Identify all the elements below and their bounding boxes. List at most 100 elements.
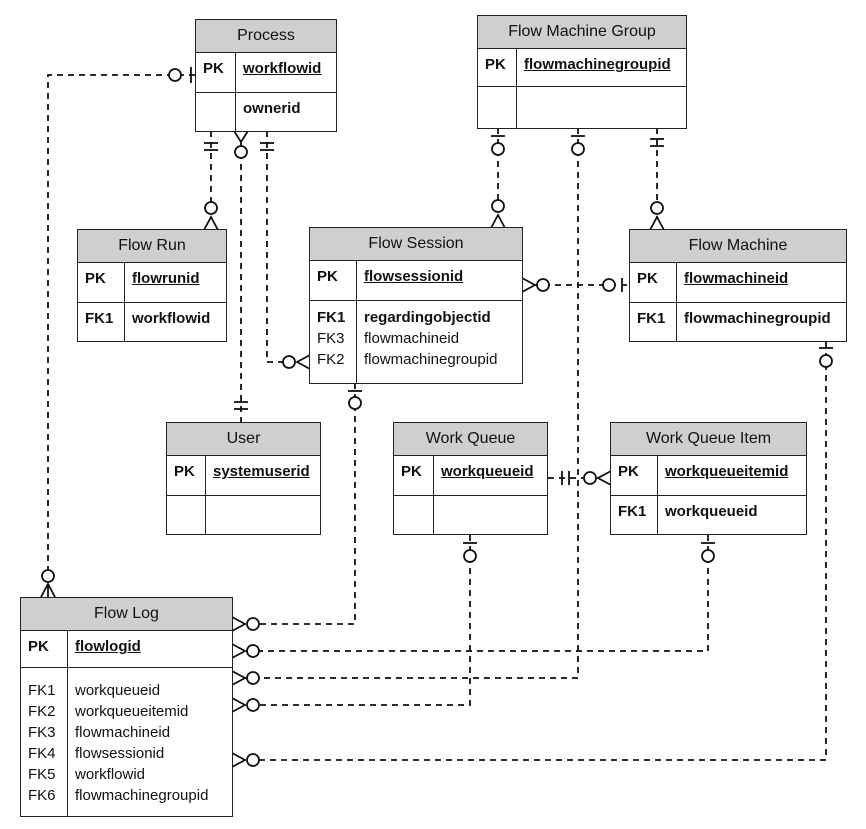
zero-many-marker-wqi [583, 470, 612, 486]
one-optional-marker-wqi-bottom [701, 542, 715, 563]
pk-field: flowrunid [132, 270, 200, 287]
one-optional-marker-fmg [491, 135, 505, 156]
fk-label: FK6 [28, 787, 56, 804]
one-mandatory-marker-wq [561, 471, 570, 485]
field: ownerid [243, 100, 301, 117]
fk-label: FK3 [317, 330, 345, 347]
fk-label: FK4 [28, 745, 56, 762]
entity-flow-run: Flow Run PK flowrunid FK1 workflowid [77, 229, 227, 342]
fk-field: flowmachinegroupid [684, 310, 831, 327]
zero-many-marker-session [282, 354, 311, 370]
fk-label: FK5 [28, 766, 56, 783]
pk-field: flowmachineid [684, 270, 789, 287]
entity-title: Flow Machine Group [478, 16, 686, 49]
entity-title: Work Queue Item [611, 423, 806, 456]
fk-field: flowmachineid [75, 724, 171, 741]
zero-many-marker-log-wq [231, 697, 260, 713]
entity-user: User PK systemuserid [166, 422, 321, 535]
fk-field: flowmachinegroupid [364, 351, 498, 368]
field-empty [206, 496, 213, 535]
zero-one-marker [168, 67, 192, 83]
rel-flowmachine-flowlog [232, 342, 827, 761]
pk-label: PK [310, 261, 357, 300]
entity-title: Flow Run [78, 230, 226, 263]
fk-label: FK1 [78, 303, 125, 342]
zero-many-marker-log-wqi [231, 643, 260, 659]
fk-field: workqueueitemid [75, 703, 189, 720]
key-label-empty [167, 496, 206, 535]
pk-field: flowmachinegroupid [524, 56, 671, 73]
rel-flowsession-flowlog [232, 383, 356, 625]
pk-label: PK [78, 263, 125, 302]
entity-work-queue-item: Work Queue Item PK workqueueitemid FK1 w… [610, 422, 807, 535]
pk-label: PK [478, 49, 517, 86]
fk-label: FK1 [28, 682, 56, 699]
pk-field: workqueueitemid [665, 463, 789, 480]
pk-label: PK [167, 456, 206, 495]
zero-many-marker-log-fmg [231, 670, 260, 686]
one-optional-marker-fmg-log [571, 135, 585, 156]
rel-wqi-flowlog [232, 535, 709, 652]
fk-label: FK2 [317, 351, 345, 368]
one-optional-marker-wq-bottom [463, 542, 477, 563]
zero-many-marker-fm-top [649, 201, 665, 231]
fk-field: workqueueid [75, 682, 161, 699]
zero-many-marker-fs-right [521, 277, 550, 293]
pk-label: PK [394, 456, 434, 495]
one-mandatory-marker-session [260, 142, 274, 151]
entity-title: User [167, 423, 320, 456]
fk-label: FK1 [317, 309, 346, 326]
pk-label: PK [21, 631, 68, 667]
one-optional-marker-fm-bottom [819, 347, 833, 368]
fk-labels: FK1 FK3 FK2 [310, 301, 357, 384]
fk-field: flowmachinegroupid [75, 787, 209, 804]
entity-flow-machine: Flow Machine PK flowmachineid FK1 flowma… [629, 229, 847, 342]
zero-many-marker-log-fm [231, 752, 260, 768]
entity-title: Flow Session [310, 228, 522, 261]
zero-many-marker-process [233, 130, 249, 159]
one-mandatory-marker-fmg [650, 138, 664, 147]
key-label-empty [394, 496, 434, 535]
fk-labels: FK1 FK2 FK3 FK4 FK5 FK6 [21, 668, 68, 817]
entity-title: Flow Log [21, 598, 232, 631]
fk-label: FK3 [28, 724, 56, 741]
rel-process-flowlog [47, 74, 195, 597]
entity-title: Process [196, 20, 336, 53]
entity-process: Process PK workflowid ownerid [195, 19, 337, 132]
key-label-empty [196, 93, 236, 131]
pk-label: PK [196, 53, 236, 92]
fk-label: FK1 [611, 496, 658, 535]
one-optional-marker-fs-bottom [348, 390, 362, 410]
zero-many-marker-log-fs [231, 616, 260, 632]
rel-fmg-flowlog [232, 128, 579, 679]
zero-many-marker-fs-top [490, 199, 506, 229]
pk-field: workqueueid [441, 463, 534, 480]
fk-field: flowsessionid [75, 745, 165, 762]
fk-label: FK1 [630, 303, 677, 342]
fk-label: FK2 [28, 703, 56, 720]
fk-field: workqueueid [665, 503, 758, 520]
entity-title: Work Queue [394, 423, 547, 456]
pk-field: flowsessionid [364, 268, 464, 285]
zero-many-marker [40, 569, 56, 598]
entity-flow-session: Flow Session PK flowsessionid FK1 FK3 FK… [309, 227, 523, 384]
fk-field: workflowid [132, 310, 211, 327]
pk-field: flowlogid [75, 638, 141, 655]
fk-fields: workqueueid workqueueitemid flowmachinei… [68, 668, 208, 817]
one-mandatory-marker [204, 142, 218, 151]
field-empty [434, 496, 441, 535]
rel-workqueue-flowlog [232, 535, 471, 706]
entity-flow-machine-group: Flow Machine Group PK flowmachinegroupid [477, 15, 687, 129]
pk-label: PK [630, 263, 677, 302]
fk-fields: regardingobjectid flowmachineid flowmach… [357, 301, 497, 384]
entity-title: Flow Machine [630, 230, 846, 263]
rel-process-flowsession [266, 131, 310, 363]
fk-field: workflowid [75, 766, 146, 783]
entity-work-queue: Work Queue PK workqueueid [393, 422, 548, 535]
field-empty [517, 87, 524, 128]
key-label-empty [478, 87, 517, 128]
pk-label: PK [611, 456, 658, 495]
fk-field: regardingobjectid [364, 309, 491, 326]
one-many-marker [203, 201, 219, 231]
